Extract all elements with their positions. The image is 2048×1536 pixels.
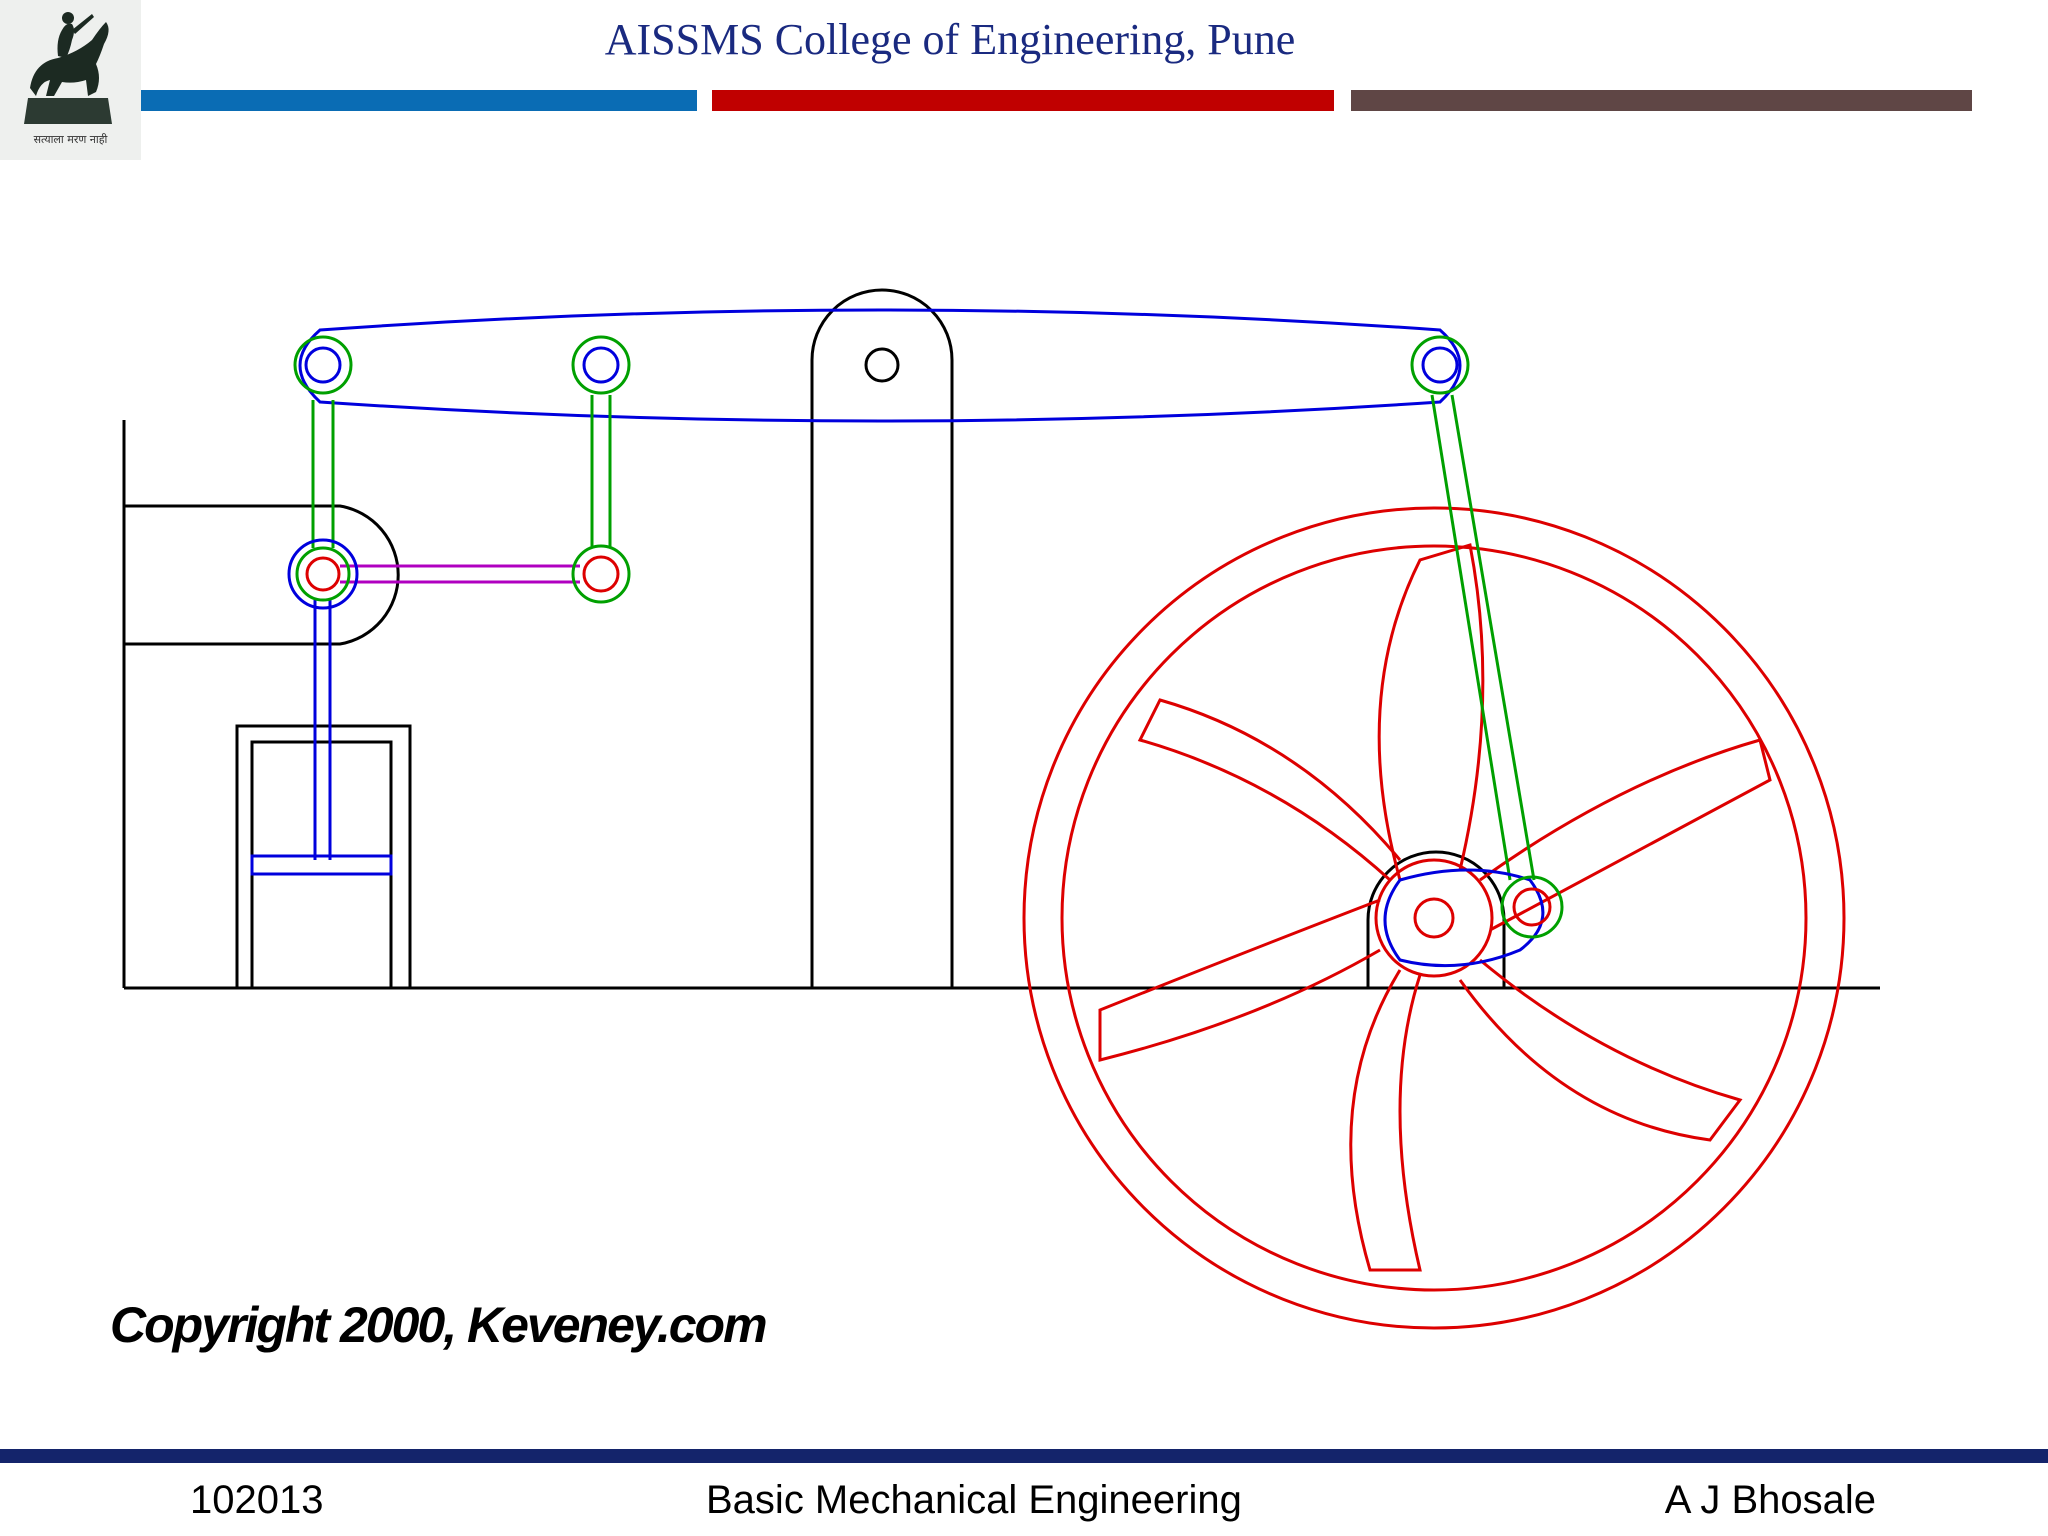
header-bar-red xyxy=(712,90,1334,111)
joint-parallel-right xyxy=(571,544,631,604)
joint-beam-right xyxy=(1410,335,1470,395)
flywheel-spokes xyxy=(1098,543,1772,1272)
course-code: 102013 xyxy=(190,1478,324,1522)
college-logo: सत्याला मरण नाही xyxy=(0,0,141,160)
flywheel-outer-rim xyxy=(1022,506,1846,1330)
footer-rule xyxy=(0,1449,2048,1463)
copyright-text: Copyright 2000, Keveney.com xyxy=(110,1297,768,1353)
joint-beam-left xyxy=(293,335,353,395)
flywheel-axle xyxy=(1413,897,1455,939)
connecting-rod xyxy=(1430,394,1512,881)
spoke xyxy=(1098,898,1381,1062)
joint-beam-middle xyxy=(571,335,631,395)
joint-crosshead xyxy=(287,538,359,610)
beam-column xyxy=(810,288,954,988)
joint-crank-pin xyxy=(1500,875,1564,939)
equestrian-statue-icon xyxy=(0,0,141,130)
spoke xyxy=(1377,543,1485,881)
crank-bearing xyxy=(1366,850,1506,988)
header-bar-brown xyxy=(1351,90,1972,111)
header-bar-blue xyxy=(141,90,697,111)
logo-motto: सत्याला मरण नाही xyxy=(33,133,108,146)
flywheel xyxy=(1022,506,1846,1330)
course-name: Basic Mechanical Engineering xyxy=(706,1478,1242,1522)
flywheel-hub xyxy=(1374,858,1494,978)
author-name: A J Bhosale xyxy=(1664,1478,1876,1522)
spoke xyxy=(1349,969,1422,1272)
spoke xyxy=(1458,958,1743,1142)
college-title: AISSMS College of Engineering, Pune xyxy=(604,15,1296,64)
crank-arm xyxy=(1383,868,1545,968)
beam-engine-diagram xyxy=(122,288,1880,1330)
linkage xyxy=(250,335,1564,968)
cylinder-inner xyxy=(250,740,393,990)
beam-pivot xyxy=(864,347,900,383)
walking-beam xyxy=(298,308,1462,423)
crosshead-guide xyxy=(124,504,400,646)
engine-frame xyxy=(122,288,1880,990)
piston xyxy=(250,854,393,876)
beam-outline xyxy=(298,308,1462,423)
spoke xyxy=(1479,738,1772,932)
spoke xyxy=(1137,698,1402,882)
flywheel-inner-rim xyxy=(1060,544,1808,1292)
